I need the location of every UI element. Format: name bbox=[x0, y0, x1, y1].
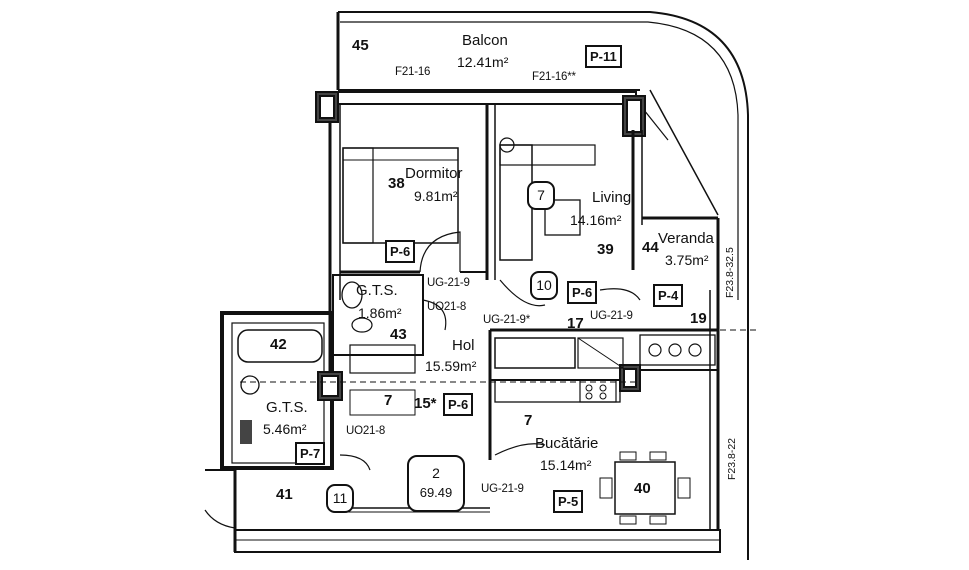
door-gts-small bbox=[422, 299, 447, 331]
door-code-ug-a: UG-21-9 bbox=[427, 277, 470, 289]
room-name-balcon: Balcon bbox=[462, 32, 508, 49]
dining-table bbox=[614, 461, 676, 515]
room-area-veranda: 3.75m² bbox=[665, 252, 709, 268]
door-code-uo-b: UO21-8 bbox=[346, 425, 386, 437]
apartment-total-area: 69.49 bbox=[419, 485, 453, 500]
door-living bbox=[499, 279, 546, 307]
room-area-hol: 15.59m² bbox=[425, 358, 477, 374]
label-17: 17 bbox=[567, 315, 584, 332]
apartment-total-badge: 2 69.49 bbox=[407, 455, 465, 512]
label-41: 41 bbox=[276, 486, 293, 503]
door-code-ug-b: UG-21-9* bbox=[483, 314, 530, 326]
panel-label-bucatarie: P-5 bbox=[553, 490, 584, 513]
door-kitchen bbox=[494, 443, 546, 456]
room-name-veranda: Veranda bbox=[658, 230, 714, 247]
circle-label-11: 11 bbox=[326, 484, 354, 513]
room-number-dormitor: 38 bbox=[388, 175, 405, 192]
bathtub bbox=[237, 329, 323, 363]
room-area-living: 14.16m² bbox=[570, 212, 622, 228]
circle-label-living: 7 bbox=[527, 181, 555, 210]
door-entrance bbox=[204, 509, 236, 529]
room-area-bucatarie: 15.14m² bbox=[540, 457, 592, 473]
panel-label-hol: P-6 bbox=[443, 393, 474, 416]
panel-label-mid: P-6 bbox=[567, 281, 598, 304]
panel-label-balcon: P-11 bbox=[585, 45, 622, 68]
room-area-gts-large: 5.46m² bbox=[263, 421, 307, 437]
stove bbox=[579, 379, 617, 403]
room-name-living: Living bbox=[592, 189, 632, 206]
label-7-hol: 7 bbox=[384, 392, 393, 409]
coffee-table bbox=[544, 199, 581, 236]
door-code-ug-d: UG-21-9 bbox=[481, 483, 524, 495]
panel-label-veranda: P-4 bbox=[653, 284, 684, 307]
door-code-ug-c: UG-21-9 bbox=[590, 310, 633, 322]
window-code-f23-325: F23.8-32.5 bbox=[724, 247, 736, 298]
room-number-living: 39 bbox=[597, 241, 614, 258]
room-name-dormitor: Dormitor bbox=[405, 165, 463, 182]
exterior-wall-bottom bbox=[234, 529, 721, 553]
room-area-gts-small: 1.86m² bbox=[358, 305, 402, 321]
door-gts-large bbox=[339, 454, 371, 471]
label-19: 19 bbox=[690, 310, 707, 327]
room-name-bucatarie: Bucătărie bbox=[535, 435, 599, 452]
circle-label-10: 10 bbox=[530, 271, 558, 300]
door-dormitor bbox=[419, 231, 461, 273]
window-code-f23-22: F23.8-22 bbox=[726, 437, 738, 480]
apartment-number: 2 bbox=[432, 465, 440, 481]
balcony-railing bbox=[338, 11, 749, 560]
room-name-gts-small: G.T.S. bbox=[356, 282, 398, 299]
door-code-uo-a: UO21-8 bbox=[427, 301, 467, 313]
exterior-wall-top bbox=[315, 91, 637, 105]
room-number-gts-large: 42 bbox=[270, 336, 287, 353]
window-code-left: F21-16 bbox=[395, 66, 431, 78]
panel-label-gts-large: P-7 bbox=[295, 442, 326, 465]
label-7-kitchen: 7 bbox=[524, 412, 533, 429]
room-name-hol: Hol bbox=[452, 337, 475, 354]
room-number-bucatarie: 40 bbox=[634, 480, 651, 497]
panel-label-dormitor: P-6 bbox=[385, 240, 416, 263]
room-number-veranda: 44 bbox=[642, 239, 659, 256]
room-area-balcon: 12.41m² bbox=[457, 54, 509, 70]
door-veranda bbox=[599, 288, 641, 301]
room-area-dormitor: 9.81m² bbox=[414, 188, 458, 204]
room-number-balcon: 45 bbox=[352, 37, 369, 54]
room-name-gts-large: G.T.S. bbox=[266, 399, 308, 416]
toilet bbox=[240, 375, 260, 395]
room-number-gts-small: 43 bbox=[390, 326, 407, 343]
room-number-hol: 15* bbox=[414, 395, 437, 412]
window-code-right: F21-16** bbox=[532, 71, 576, 83]
kitchen-counter bbox=[494, 337, 576, 369]
balcony-railing-inner bbox=[340, 21, 739, 300]
